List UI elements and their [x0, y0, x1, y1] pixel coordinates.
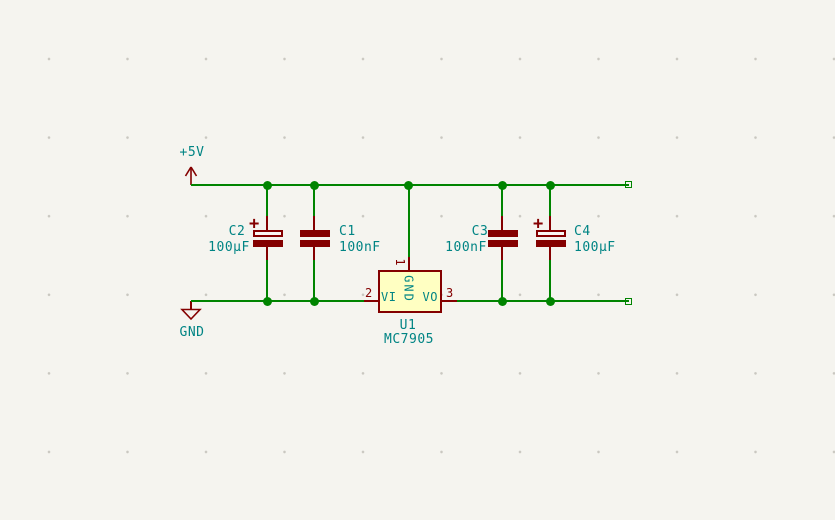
c3-lead-wire-top[interactable]	[501, 185, 503, 216]
c2-pin-bottom	[266, 247, 268, 260]
u1-pin2-line	[364, 300, 378, 302]
c4-lead-wire-top[interactable]	[549, 185, 551, 216]
c4-pin-bottom	[549, 247, 551, 260]
wire-bottom-rail-left[interactable]	[191, 300, 364, 302]
c1-pin-top	[313, 216, 315, 231]
vcc-label[interactable]: +5V	[179, 145, 205, 160]
c3-plate-bottom-icon	[488, 240, 518, 247]
u1-value[interactable]: MC7905	[384, 332, 434, 347]
junction-dot[interactable]	[546, 181, 555, 190]
c2-plus-sign: +	[249, 214, 260, 234]
c2-pin-top	[266, 216, 268, 231]
u1-pin1-wire[interactable]	[408, 185, 410, 257]
u1-pin1-number: 1	[393, 258, 407, 266]
c4-lead-wire-bottom[interactable]	[549, 260, 551, 301]
gnd-label[interactable]: GND	[179, 325, 205, 340]
junction-dot[interactable]	[310, 181, 319, 190]
c3-value[interactable]: 100nF	[445, 240, 487, 255]
c1-plate-top-icon	[300, 230, 330, 237]
c3-lead-wire-bottom[interactable]	[501, 260, 503, 301]
junction-dot[interactable]	[498, 297, 507, 306]
c1-lead-wire-top[interactable]	[313, 185, 315, 216]
c2-value[interactable]: 100µF	[208, 240, 250, 255]
u1-pin-vi-name: VI	[381, 290, 397, 304]
c1-lead-wire-bottom[interactable]	[313, 260, 315, 301]
c3-pin-top	[501, 216, 503, 231]
junction-dot[interactable]	[404, 181, 413, 190]
c4-plate-negative-icon	[536, 240, 566, 247]
c3-reference[interactable]: C3	[471, 224, 489, 239]
junction-dot[interactable]	[310, 297, 319, 306]
c1-pin-bottom	[313, 247, 315, 260]
vcc-arrow-icon	[184, 166, 198, 185]
u1-pin-vo-name: VO	[422, 290, 438, 304]
c2-lead-wire-top[interactable]	[266, 185, 268, 216]
wire-end-bottom-icon[interactable]	[625, 298, 632, 305]
c2-lead-wire-bottom[interactable]	[266, 260, 268, 301]
c3-plate-top-icon	[488, 230, 518, 237]
c2-reference[interactable]: C2	[228, 224, 246, 239]
junction-dot[interactable]	[498, 181, 507, 190]
u1-reference[interactable]: U1	[399, 318, 417, 333]
c3-pin-bottom	[501, 247, 503, 260]
c2-plate-positive-icon	[253, 230, 283, 237]
u1-pin3-line	[442, 300, 457, 302]
junction-dot[interactable]	[263, 181, 272, 190]
u1-pin3-number: 3	[446, 286, 454, 300]
junction-dot[interactable]	[263, 297, 272, 306]
wire-end-top-icon[interactable]	[625, 181, 632, 188]
c4-value[interactable]: 100µF	[574, 240, 616, 255]
wire-bottom-rail-right[interactable]	[457, 300, 629, 302]
c4-plate-positive-icon	[536, 230, 566, 237]
u1-body[interactable]	[378, 270, 442, 313]
u1-pin1-line	[408, 257, 410, 271]
u1-pin2-number: 2	[365, 286, 373, 300]
u1-pin-gnd-name: GND	[401, 275, 416, 303]
gnd-triangle-icon	[180, 308, 202, 321]
c4-plus-sign: +	[533, 214, 544, 234]
c1-reference[interactable]: C1	[339, 224, 356, 239]
c4-reference[interactable]: C4	[574, 224, 591, 239]
junction-dot[interactable]	[546, 297, 555, 306]
gnd-stub	[190, 301, 192, 310]
c2-plate-negative-icon	[253, 240, 283, 247]
c1-value[interactable]: 100nF	[339, 240, 381, 255]
c4-pin-top	[549, 216, 551, 231]
c1-plate-bottom-icon	[300, 240, 330, 247]
